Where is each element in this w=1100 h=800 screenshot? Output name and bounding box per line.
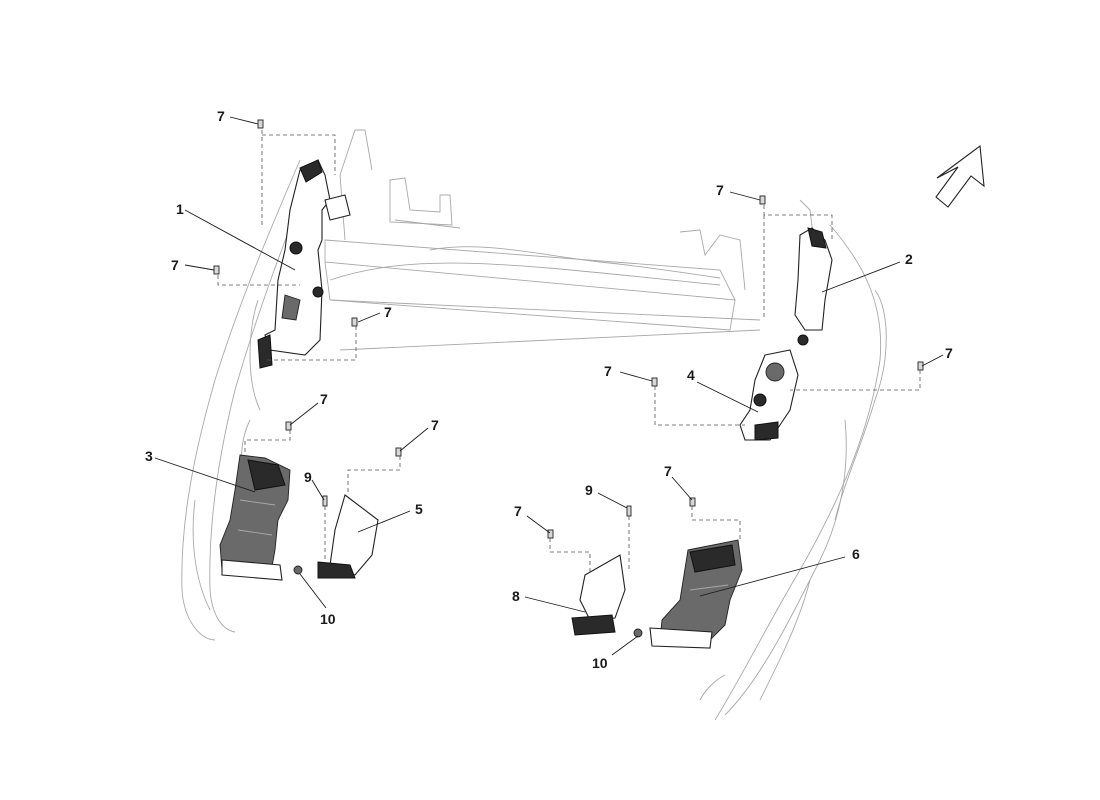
- callout-7-d: 7: [320, 391, 328, 407]
- callout-9-a: 9: [304, 469, 312, 485]
- callout-10-a: 10: [320, 611, 336, 627]
- vehicle-body-outline: [181, 159, 887, 721]
- callout-7-h: 7: [604, 363, 612, 379]
- callout-3: 3: [145, 448, 153, 464]
- callout-8: 8: [512, 588, 520, 604]
- callout-1: 1: [176, 201, 184, 217]
- part-2-right-upper-bracket: [794, 227, 833, 346]
- callout-labels: 1 2 3 4 5 6 8 7 7 7 7 7 7 7 7 7 7 9 9 10…: [145, 108, 953, 671]
- part-1-left-upper-bracket: [257, 159, 351, 369]
- callout-7-j: 7: [514, 503, 522, 519]
- callout-7-f: 7: [716, 182, 724, 198]
- callout-7-e: 7: [431, 417, 439, 433]
- callout-6: 6: [852, 546, 860, 562]
- screw-hardware: [213, 119, 924, 638]
- callout-7-b: 7: [171, 257, 179, 273]
- direction-arrow-icon: [935, 144, 985, 208]
- leader-lines: [154, 116, 944, 656]
- assembly-dashed-lines: [217, 130, 921, 575]
- part-8-right-guide-plate: [571, 554, 626, 636]
- part-4-right-mid-bracket: [739, 349, 799, 441]
- callout-7-c: 7: [384, 304, 392, 320]
- part-5-left-guide-plate: [317, 494, 379, 579]
- callout-5: 5: [415, 501, 423, 517]
- callout-10-b: 10: [592, 655, 608, 671]
- callout-2: 2: [905, 251, 913, 267]
- rear-frame: [324, 129, 816, 351]
- callout-7-i: 7: [664, 463, 672, 479]
- callout-4: 4: [687, 367, 695, 383]
- callout-7-g: 7: [945, 345, 953, 361]
- callout-7-a: 7: [217, 108, 225, 124]
- part-6-right-lower-duct: [649, 539, 743, 649]
- part-3-left-lower-duct: [219, 454, 291, 581]
- callout-9-b: 9: [585, 482, 593, 498]
